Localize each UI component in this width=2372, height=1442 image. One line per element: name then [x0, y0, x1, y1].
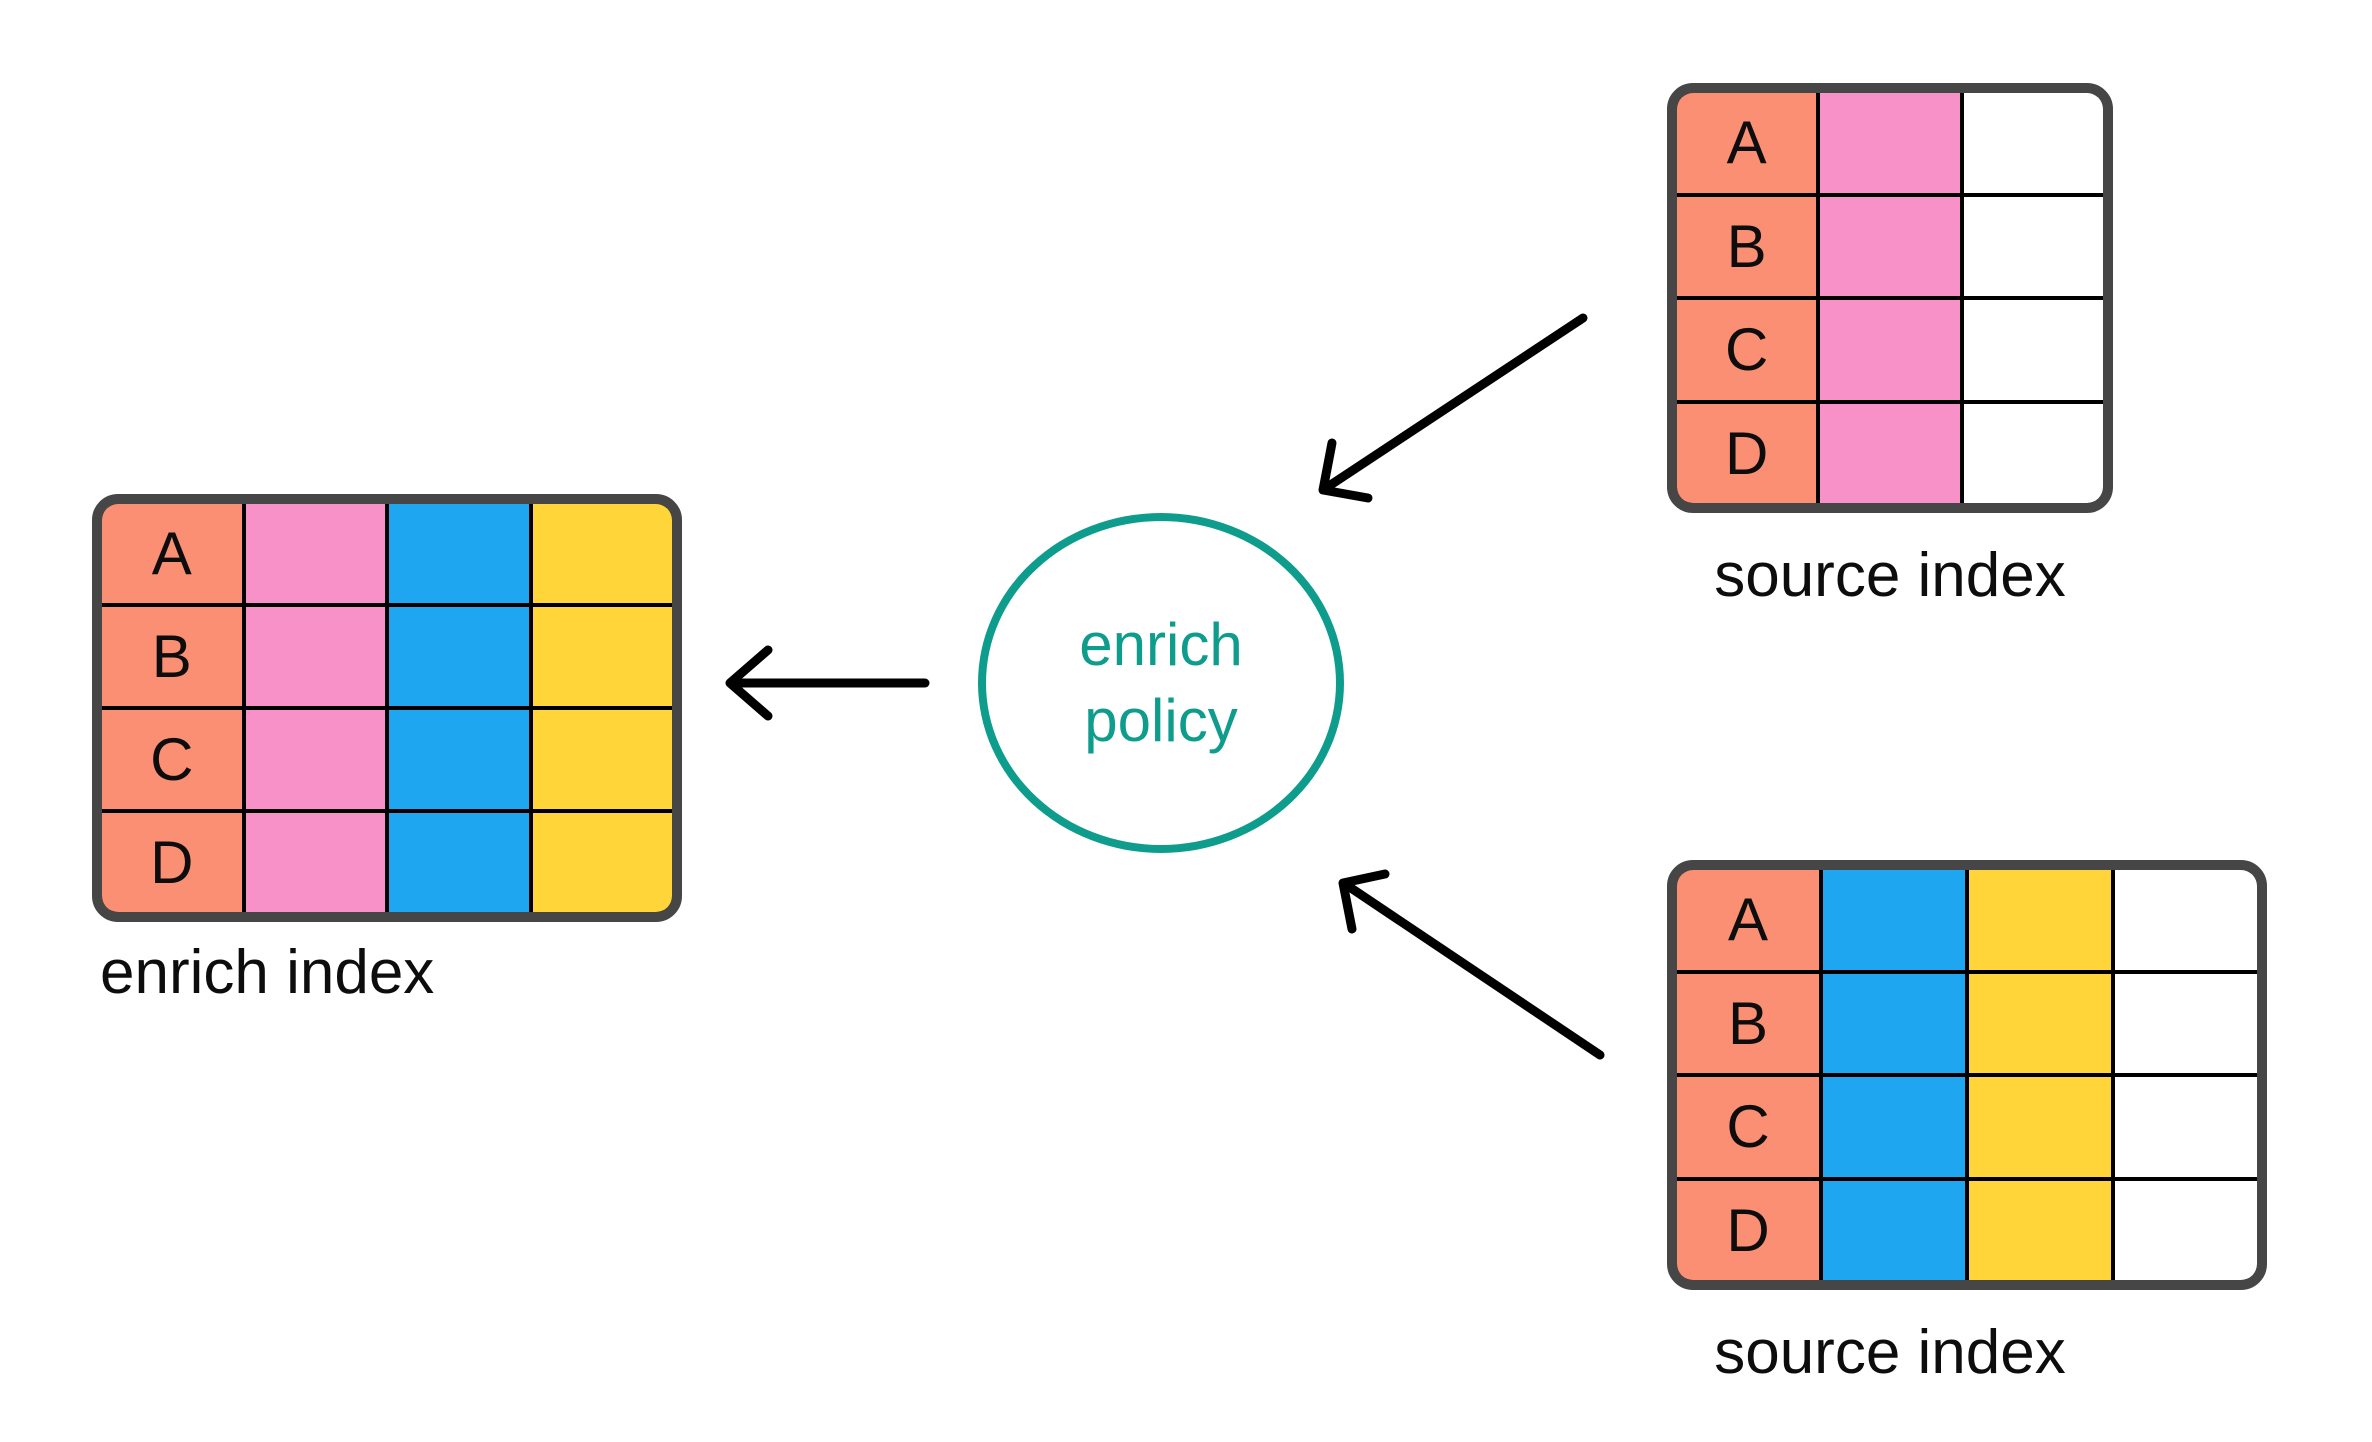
enrich-policy-label-line1: enrich: [1079, 611, 1243, 678]
table-cell: [2115, 870, 2257, 970]
table-cell: [532, 710, 672, 809]
arrow-head-icon: [1338, 869, 1390, 934]
row-label: A: [1677, 93, 1817, 193]
row-label: C: [1677, 1077, 1819, 1177]
table-cell: [2115, 1180, 2257, 1280]
table-cell: [1969, 870, 2111, 970]
arrow-shaft: [1324, 313, 1588, 491]
table-cell: [1823, 973, 1965, 1073]
row-label: B: [1677, 196, 1817, 296]
table-cell: [1820, 196, 1960, 296]
table-cell: [245, 710, 385, 809]
table-cell: [1820, 403, 1960, 503]
table-cell: [2115, 973, 2257, 1073]
enrich-policy-node: enrich policy: [978, 513, 1344, 853]
table-cell: [245, 607, 385, 706]
table-cell: [1820, 93, 1960, 193]
arrow-source-top-to-policy: [1318, 313, 1588, 503]
row-label: C: [102, 710, 242, 809]
enrich-policy-label-line2: policy: [1084, 687, 1238, 754]
source-index-top-caption: source index: [1714, 541, 2066, 610]
arrow-policy-to-enrich-index: [725, 645, 930, 721]
row-label: B: [1677, 973, 1819, 1073]
table-cell: [389, 607, 529, 706]
table-cell: [389, 504, 529, 603]
table-cell: [1823, 1077, 1965, 1177]
table-cell: [1969, 973, 2111, 1073]
table-cell: [1963, 300, 2103, 400]
table-cell: [532, 504, 672, 603]
row-label: D: [1677, 403, 1817, 503]
source-index-bottom-caption: source index: [1714, 1318, 2066, 1387]
arrow-head-icon: [725, 645, 773, 721]
table-cell: [532, 607, 672, 706]
row-label: A: [1677, 870, 1819, 970]
arrow-source-bottom-to-policy: [1338, 869, 1605, 1060]
arrow-head-icon: [1318, 438, 1373, 503]
row-label: B: [102, 607, 242, 706]
source-index-bottom-table: A B C D: [1667, 860, 2267, 1290]
enrich-index-table: A B C D: [92, 494, 682, 922]
table-cell: [245, 813, 385, 912]
source-index-top-table: A B C D: [1667, 83, 2113, 513]
table-cell: [1820, 300, 1960, 400]
table-cell: [245, 504, 385, 603]
table-cell: [389, 710, 529, 809]
table-cell: [1963, 403, 2103, 503]
arrow-shaft: [1343, 881, 1605, 1060]
table-cell: [1823, 870, 1965, 970]
enrich-index-caption: enrich index: [100, 938, 435, 1007]
table-cell: [389, 813, 529, 912]
table-cell: [1963, 196, 2103, 296]
table-cell: [2115, 1077, 2257, 1177]
row-label: D: [1677, 1180, 1819, 1280]
row-label: D: [102, 813, 242, 912]
table-cell: [1969, 1180, 2111, 1280]
table-cell: [1823, 1180, 1965, 1280]
table-cell: [1963, 93, 2103, 193]
row-label: A: [102, 504, 242, 603]
row-label: C: [1677, 300, 1817, 400]
table-cell: [1969, 1077, 2111, 1177]
table-cell: [532, 813, 672, 912]
